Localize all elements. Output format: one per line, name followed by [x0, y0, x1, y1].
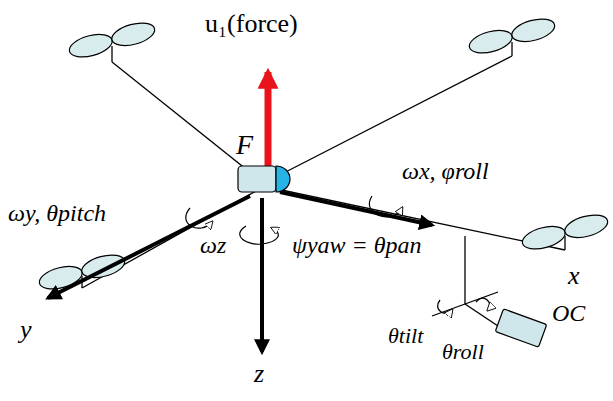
body-hub	[238, 166, 276, 192]
propeller	[67, 19, 157, 61]
axis-label: z	[254, 360, 264, 389]
camera-roll-label: θroll	[442, 340, 484, 364]
axis-label: x	[568, 262, 580, 291]
propeller	[520, 211, 610, 253]
roll-label: ωx, φroll	[402, 158, 489, 184]
body-frame-label: F	[236, 130, 253, 161]
camera-body	[495, 309, 546, 347]
yaw-rate-label: ωz	[200, 232, 226, 258]
propeller	[467, 15, 557, 57]
tilt-label: θtilt	[388, 324, 423, 348]
camera-frame-label: OC	[552, 300, 585, 326]
body-dome	[276, 166, 290, 192]
propeller	[37, 251, 127, 293]
axis-label: y	[20, 316, 32, 345]
thrust-arrow	[265, 72, 272, 168]
force-label: u₁(force)	[205, 10, 298, 39]
yaw-label: ψyaw = θpan	[292, 232, 422, 258]
pitch-label: ωy, θpitch	[8, 200, 106, 226]
frame-arms	[82, 42, 565, 288]
gimbal	[432, 236, 498, 326]
